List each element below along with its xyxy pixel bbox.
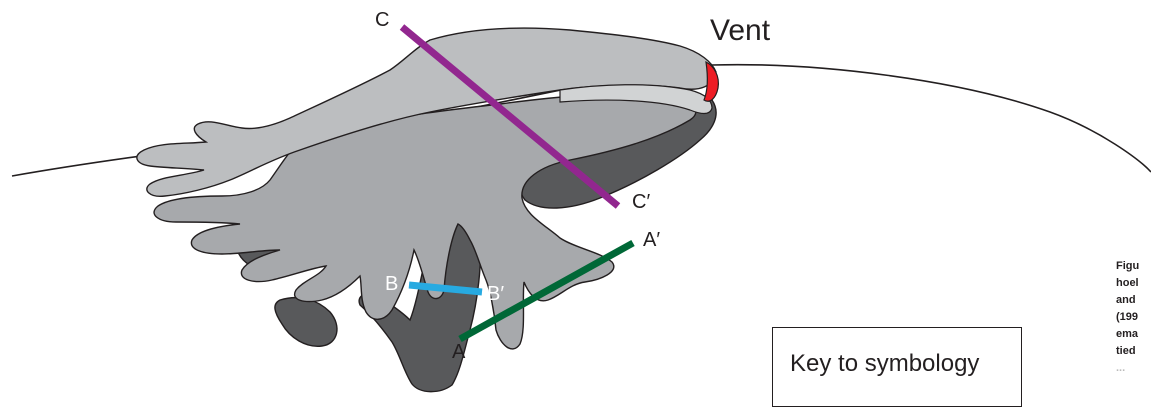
caption-line: tied — [1116, 343, 1151, 360]
caption-line: and — [1116, 292, 1151, 309]
caption-line: Figu — [1116, 258, 1151, 275]
section-c-start-label: C — [375, 9, 389, 31]
section-b-end-label: B′ — [487, 283, 504, 305]
vent-label: Vent — [710, 14, 771, 47]
section-b-start-label: B — [385, 273, 398, 295]
section-a-start-label: A — [452, 341, 466, 363]
section-c-end-label: C′ — [632, 191, 650, 213]
caption-line: ... — [1116, 360, 1151, 377]
figure-caption: Figu hoel and (199 ema tied ... — [1116, 258, 1151, 377]
caption-line: ema — [1116, 326, 1151, 343]
dark-flow-lobe — [275, 298, 337, 347]
key-title: Key to symbology — [790, 350, 979, 378]
section-a-end-label: A′ — [643, 229, 660, 251]
caption-line: hoel — [1116, 275, 1151, 292]
symbology-key-box: Key to symbology — [772, 327, 1022, 407]
caption-line: (199 — [1116, 309, 1151, 326]
